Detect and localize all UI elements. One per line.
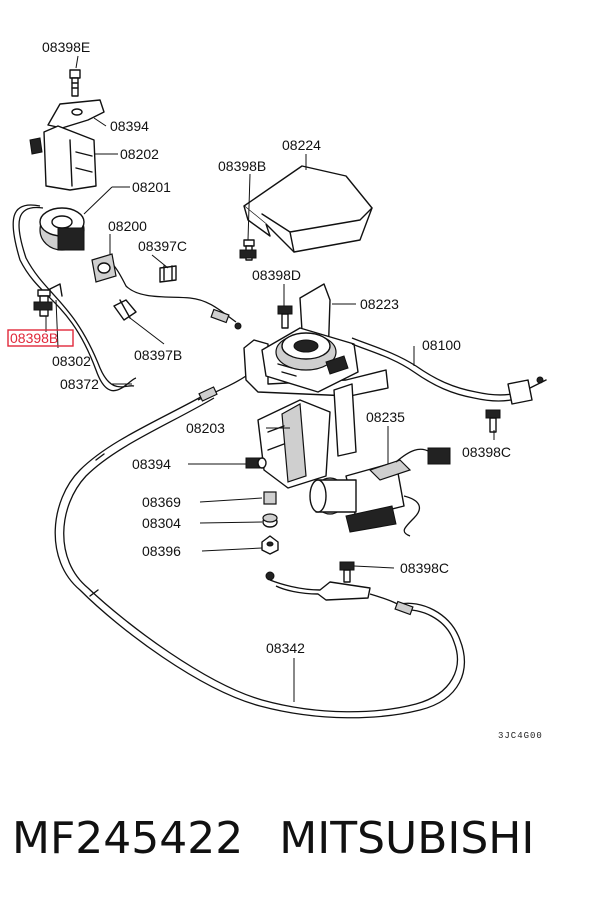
label-08304: 08304	[142, 515, 181, 531]
bracket-08202	[29, 125, 97, 191]
label-08394-mid: 08394	[132, 456, 171, 472]
label-08203: 08203	[186, 420, 225, 436]
label-08201: 08201	[132, 179, 171, 195]
clip-08100	[507, 376, 547, 405]
clip-08302	[47, 283, 63, 297]
bolt-08398C-right	[485, 409, 501, 433]
label-08397B: 08397B	[134, 347, 182, 363]
label-08396: 08396	[142, 543, 181, 559]
cable-08100	[351, 337, 521, 396]
label-08398E: 08398E	[42, 39, 90, 55]
bracket-08203	[257, 399, 331, 489]
grommet-08200	[91, 253, 117, 283]
cable-08342-loop-b	[63, 397, 458, 713]
clip-08397C	[159, 265, 177, 283]
label-08235: 08235	[366, 409, 405, 425]
label-08369: 08369	[142, 494, 181, 510]
label-08398D: 08398D	[252, 267, 301, 283]
pulley-assembly	[261, 327, 359, 393]
bolt-08398B-cover	[239, 239, 257, 261]
label-08100: 08100	[422, 337, 461, 353]
label-08398B-cover: 08398B	[218, 158, 266, 174]
bolt-08398E	[69, 69, 81, 97]
label-08398B-highlighted: 08398B	[10, 330, 58, 346]
actuator-08201	[39, 207, 85, 251]
footer: MF245422 MITSUBISHI	[12, 808, 592, 868]
bolt-08398C-lower	[339, 561, 355, 583]
nut-08394	[245, 457, 267, 469]
clip-08397B	[113, 299, 137, 321]
label-08372: 08372	[60, 376, 99, 392]
cable-08372	[18, 206, 135, 388]
motor-08235	[309, 447, 451, 537]
highlight-box	[7, 329, 74, 347]
cable-08342-loop	[54, 391, 466, 719]
label-08397C: 08397C	[138, 238, 187, 254]
label-08398C-lower: 08398C	[400, 560, 449, 576]
cable-end-08200	[210, 308, 242, 330]
label-08398C-right: 08398C	[462, 444, 511, 460]
nut-08396	[261, 535, 279, 555]
label-08224: 08224	[282, 137, 321, 153]
bushing-08369	[263, 491, 277, 505]
bracket-lower	[265, 571, 414, 616]
cable-end-08342	[198, 386, 218, 402]
cable-08100-b	[351, 343, 521, 402]
cable-sleeve-marks	[89, 453, 105, 597]
diagram-code: 3JC4G00	[498, 731, 543, 741]
bolt-08398D	[277, 305, 293, 329]
label-08223: 08223	[360, 296, 399, 312]
label-08342: 08342	[266, 640, 305, 656]
bolt-08398B-left	[33, 289, 53, 317]
label-08394-top: 08394	[110, 118, 149, 134]
label-08302: 08302	[52, 353, 91, 369]
cover-08224	[243, 165, 373, 253]
leader-lines	[45, 55, 495, 702]
part-labels: 08398E 08394 08202 08201 08200 08397C 08…	[7, 39, 543, 741]
bushing-08304	[262, 513, 278, 528]
label-08200: 08200	[108, 218, 147, 234]
part-number: MF245422	[12, 812, 244, 864]
bracket-08394	[47, 99, 105, 129]
brand-name: MITSUBISHI	[279, 812, 535, 864]
label-08202: 08202	[120, 146, 159, 162]
